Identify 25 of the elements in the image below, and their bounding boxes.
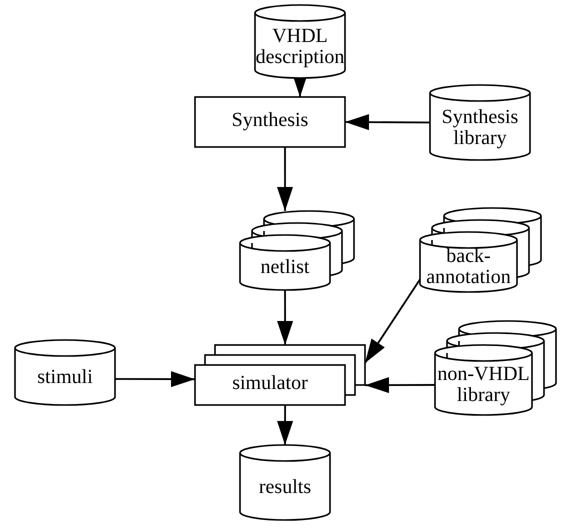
process-box — [195, 97, 345, 147]
node-label: simulator — [232, 372, 308, 394]
node-label: VHDL description — [255, 26, 345, 68]
node-label: back-annotation — [425, 246, 512, 288]
arrow — [115, 371, 195, 388]
stacked-process-box — [195, 345, 365, 405]
arrow — [277, 405, 294, 445]
node-label: Synthesis — [232, 110, 308, 130]
node-label: Synthesis library — [440, 106, 520, 148]
arrow — [365, 377, 435, 394]
stacked-database-cylinder — [240, 211, 354, 290]
stacked-database-cylinder — [420, 208, 541, 292]
node-label: stimuli — [37, 367, 93, 388]
arrow — [345, 114, 430, 130]
stacked-database-cylinder — [435, 321, 556, 415]
node-label: results — [258, 477, 312, 498]
database-cylinder — [15, 340, 115, 405]
node-label: non-VHDL library — [436, 364, 531, 406]
database-cylinder — [430, 85, 530, 160]
arrow — [277, 147, 294, 211]
database-cylinder — [255, 5, 345, 78]
arrow — [277, 290, 294, 345]
node-label: netlist — [260, 257, 310, 278]
database-cylinder — [240, 445, 330, 520]
arrow — [364, 278, 421, 364]
